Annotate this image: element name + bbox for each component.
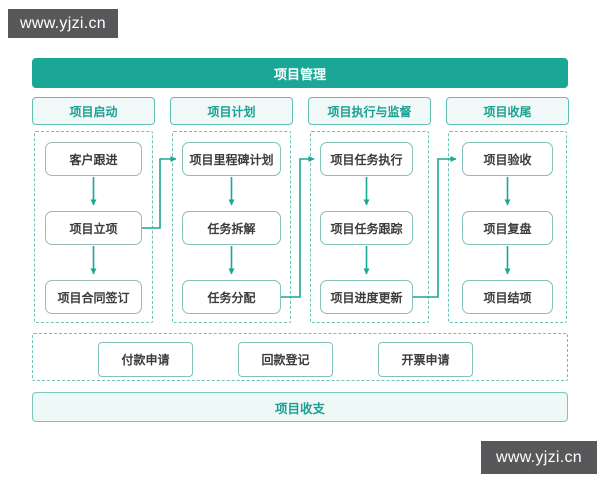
node-task-tracking: 项目任务跟踪	[320, 211, 413, 245]
watermark-badge-bottom-right: www.yjzi.cn	[481, 441, 597, 474]
watermark-badge-top-left: www.yjzi.cn	[8, 9, 118, 38]
column-header-execution: 项目执行与监督	[308, 97, 431, 125]
node-project-review: 项目复盘	[462, 211, 553, 245]
node-progress-update: 项目进度更新	[320, 280, 413, 314]
node-customer-follow-up: 客户跟进	[45, 142, 142, 176]
node-task-execution: 项目任务执行	[320, 142, 413, 176]
column-header-closing: 项目收尾	[446, 97, 569, 125]
banner-project-management: 项目管理	[32, 58, 568, 88]
node-milestone-plan: 项目里程碑计划	[182, 142, 281, 176]
node-invoice-request: 开票申请	[378, 342, 473, 377]
banner-project-finance: 项目收支	[32, 392, 568, 422]
node-project-acceptance: 项目验收	[462, 142, 553, 176]
node-task-assignment: 任务分配	[182, 280, 281, 314]
node-project-closure: 项目结项	[462, 280, 553, 314]
group-finance	[32, 333, 568, 381]
node-project-approval: 项目立项	[45, 211, 142, 245]
column-header-initiation: 项目启动	[32, 97, 155, 125]
node-task-breakdown: 任务拆解	[182, 211, 281, 245]
node-payment-request: 付款申请	[98, 342, 193, 377]
node-payment-collection: 回款登记	[238, 342, 333, 377]
node-contract-signing: 项目合同签订	[45, 280, 142, 314]
column-header-planning: 项目计划	[170, 97, 293, 125]
